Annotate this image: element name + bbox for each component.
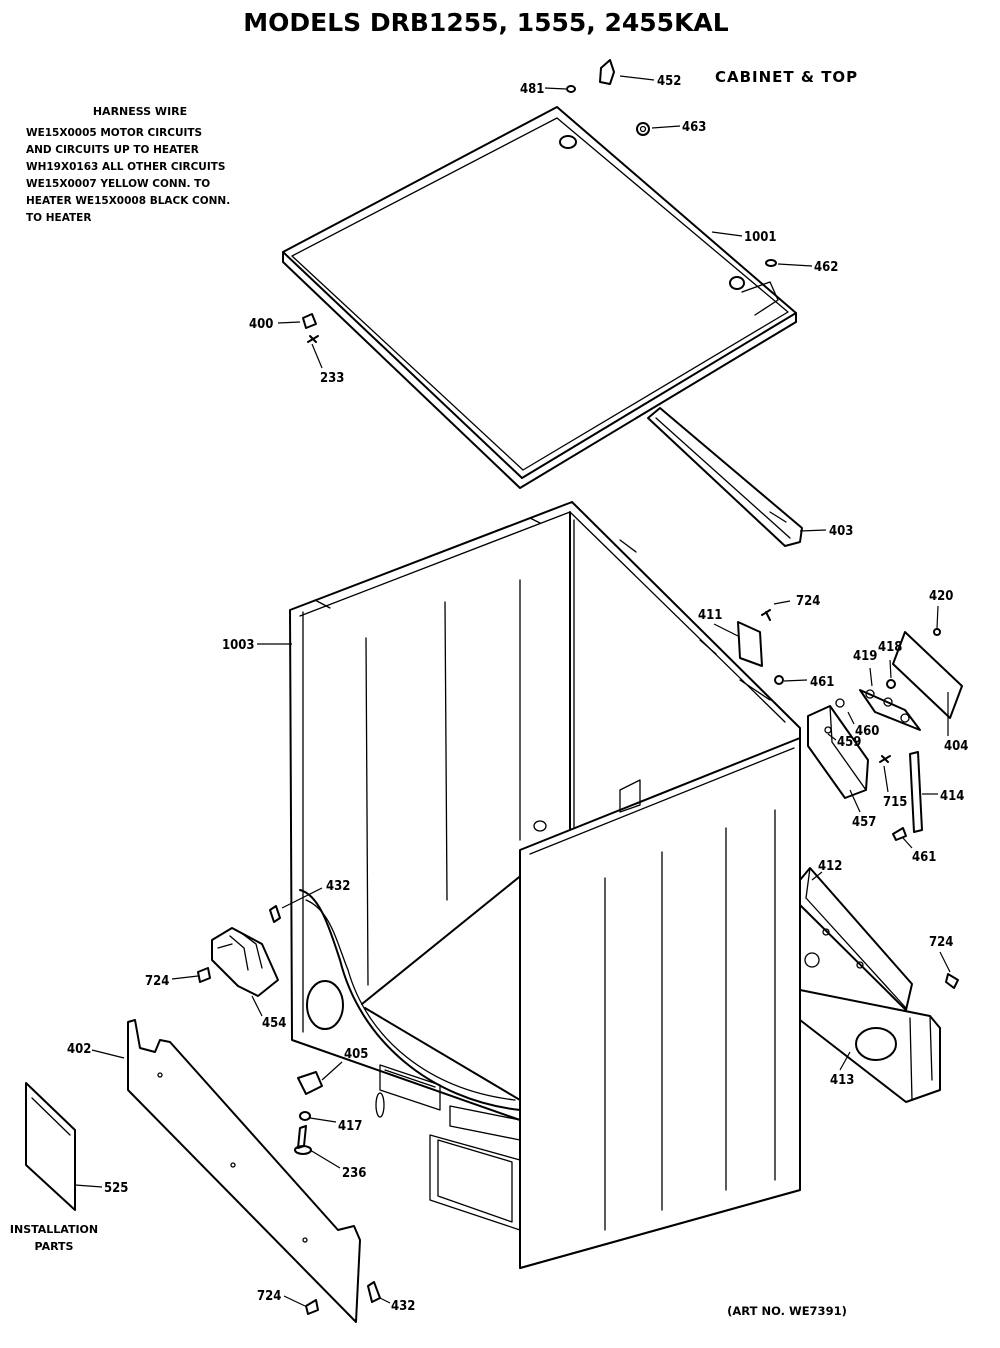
callout-481: 481 <box>520 82 544 97</box>
art-number: (ART NO. WE7391) <box>727 1304 847 1318</box>
callout-724: 724 <box>796 594 820 609</box>
callout-411: 411 <box>698 608 722 623</box>
callout-1003: 1003 <box>222 638 255 653</box>
callout-724-left: 724 <box>145 974 169 989</box>
callout-numbers: 481 452 463 1001 462 400 233 403 1003 72… <box>67 74 968 1314</box>
callout-454: 454 <box>262 1016 286 1031</box>
callout-400: 400 <box>249 317 273 332</box>
clip-432-upper <box>269 905 281 923</box>
harness-line: WE15X0005 MOTOR CIRCUITS <box>26 127 202 139</box>
harness-line: WH19X0163 ALL OTHER CIRCUITS <box>26 161 225 173</box>
screw-461-upper <box>774 675 784 685</box>
callout-412: 412 <box>818 859 842 874</box>
harness-wire-note: HARNESS WIRE WE15X0005 MOTOR CIRCUITS AN… <box>26 105 230 224</box>
harness-line: AND CIRCUITS UP TO HEATER <box>26 144 199 156</box>
callout-405: 405 <box>344 1047 368 1062</box>
callout-420: 420 <box>929 589 953 604</box>
callout-724-right: 724 <box>929 935 953 950</box>
cover-plate-404 <box>892 631 963 719</box>
screw-724-upper <box>761 609 771 621</box>
top-hardware <box>302 59 777 343</box>
callout-432-bottom: 432 <box>391 1299 415 1314</box>
plate-411 <box>737 621 763 667</box>
callout-414: 414 <box>940 789 964 804</box>
harness-line: WE15X0007 YELLOW CONN. TO <box>26 178 210 190</box>
callout-463: 463 <box>682 120 706 135</box>
toe-kick-402 <box>127 1019 361 1323</box>
callout-461-lower: 461 <box>912 850 936 865</box>
callout-724-bottom: 724 <box>257 1289 281 1304</box>
screw-461-lower <box>892 827 907 841</box>
section-title: CABINET & TOP <box>715 68 858 86</box>
callout-715: 715 <box>883 795 907 810</box>
callout-460: 460 <box>855 724 879 739</box>
callout-457: 457 <box>852 815 876 830</box>
callout-402: 402 <box>67 1042 91 1057</box>
harness-line: HEATER WE15X0008 BLACK CONN. <box>26 195 230 207</box>
callout-1001: 1001 <box>744 230 777 245</box>
callout-452: 452 <box>657 74 681 89</box>
callout-403: 403 <box>829 524 853 539</box>
clip-432-bottom <box>367 1281 381 1303</box>
screw-724-bottom <box>305 1299 319 1315</box>
screw-724-left <box>197 967 211 983</box>
bracket-457 <box>807 698 869 799</box>
lower-hardware <box>294 1071 323 1155</box>
callout-432: 432 <box>326 879 350 894</box>
callout-459: 459 <box>837 735 861 750</box>
harness-heading: HARNESS WIRE <box>93 105 187 118</box>
callout-417: 417 <box>338 1119 362 1134</box>
screw-724-right <box>945 973 959 989</box>
leader-lines <box>74 75 951 1307</box>
screw-715 <box>879 755 891 763</box>
callout-233: 233 <box>320 371 344 386</box>
callout-404: 404 <box>944 739 968 754</box>
installation-parts-bag <box>25 1082 76 1211</box>
callout-418: 418 <box>878 640 902 655</box>
terminal-block <box>859 679 921 731</box>
callout-419: 419 <box>853 649 877 664</box>
top-hinge-rail <box>647 407 803 547</box>
harness-line: TO HEATER <box>26 212 91 224</box>
cabinet <box>289 501 801 1269</box>
callout-461: 461 <box>810 675 834 690</box>
installation-note-line: PARTS <box>35 1240 74 1253</box>
top-panel <box>282 106 797 489</box>
callout-413: 413 <box>830 1073 854 1088</box>
strip-414 <box>909 751 923 833</box>
installation-note-line: INSTALLATION <box>10 1223 98 1236</box>
hinge-block-454 <box>211 927 279 997</box>
callout-462: 462 <box>814 260 838 275</box>
diagram-title: MODELS DRB1255, 1555, 2455KAL <box>243 8 729 37</box>
rear-base-413 <box>799 989 941 1103</box>
bracket-412 <box>799 867 913 1011</box>
callout-525: 525 <box>104 1181 128 1196</box>
callout-236: 236 <box>342 1166 366 1181</box>
